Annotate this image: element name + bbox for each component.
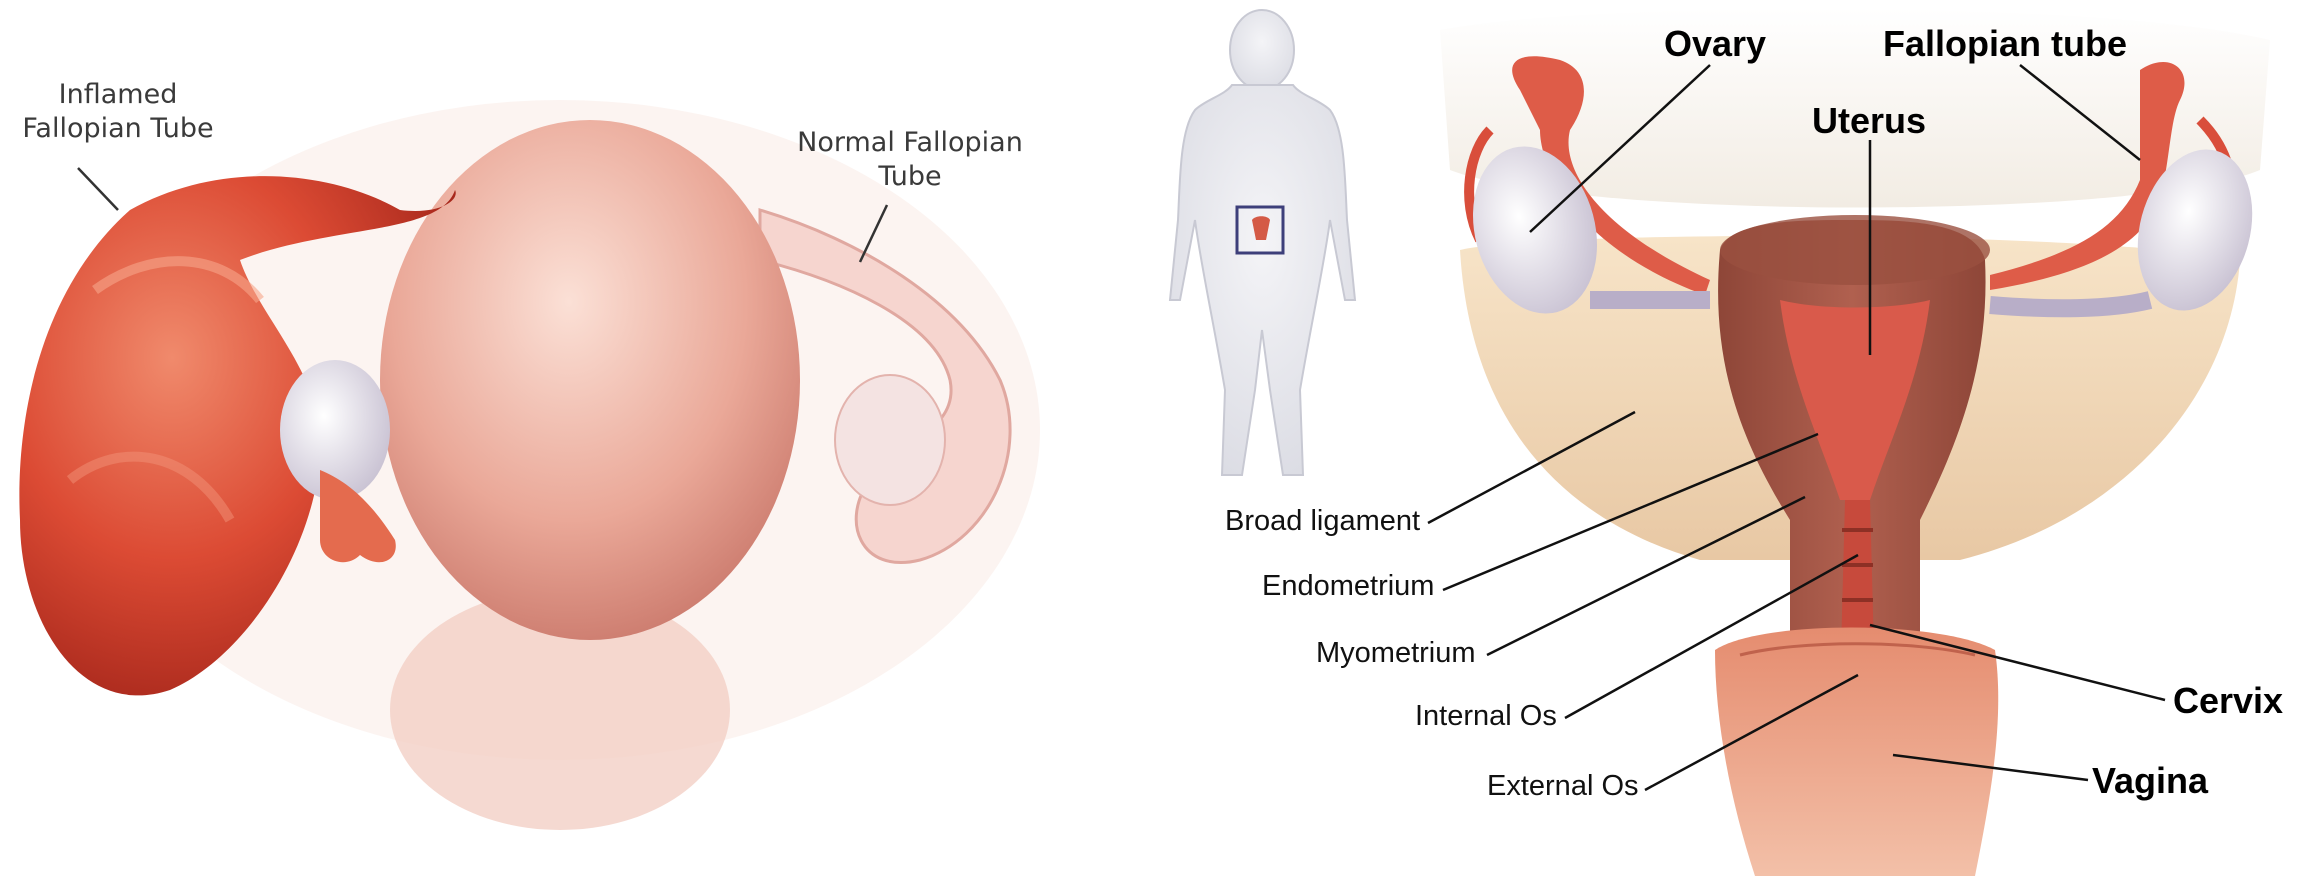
- endometrium-label: Endometrium: [1262, 570, 1434, 603]
- body-silhouette: [1170, 10, 1355, 475]
- external-os-label: External Os: [1487, 770, 1639, 803]
- vagina-label: Vagina: [2092, 760, 2208, 802]
- uterus-label: Uterus: [1812, 100, 1926, 142]
- fallopian-tube-label: Fallopian tube: [1883, 23, 2127, 65]
- normal-ovary: [835, 375, 945, 505]
- uterus-fundus: [1720, 215, 1990, 285]
- ovary-label: Ovary: [1664, 23, 1766, 65]
- uterus-left: [380, 120, 800, 640]
- inflamed-leader-line: [78, 168, 118, 210]
- inflamed-fallopian-tube-label: Inflamed Fallopian Tube: [18, 78, 218, 146]
- internal-os-label: Internal Os: [1415, 700, 1557, 733]
- cervix-label: Cervix: [2173, 680, 2283, 722]
- myometrium-label: Myometrium: [1316, 637, 1476, 670]
- vagina: [1715, 628, 1998, 876]
- normal-fallopian-tube-label: Normal Fallopian Tube: [795, 126, 1025, 194]
- broad-ligament-label: Broad ligament: [1225, 505, 1420, 538]
- left-illustration: [19, 100, 1040, 830]
